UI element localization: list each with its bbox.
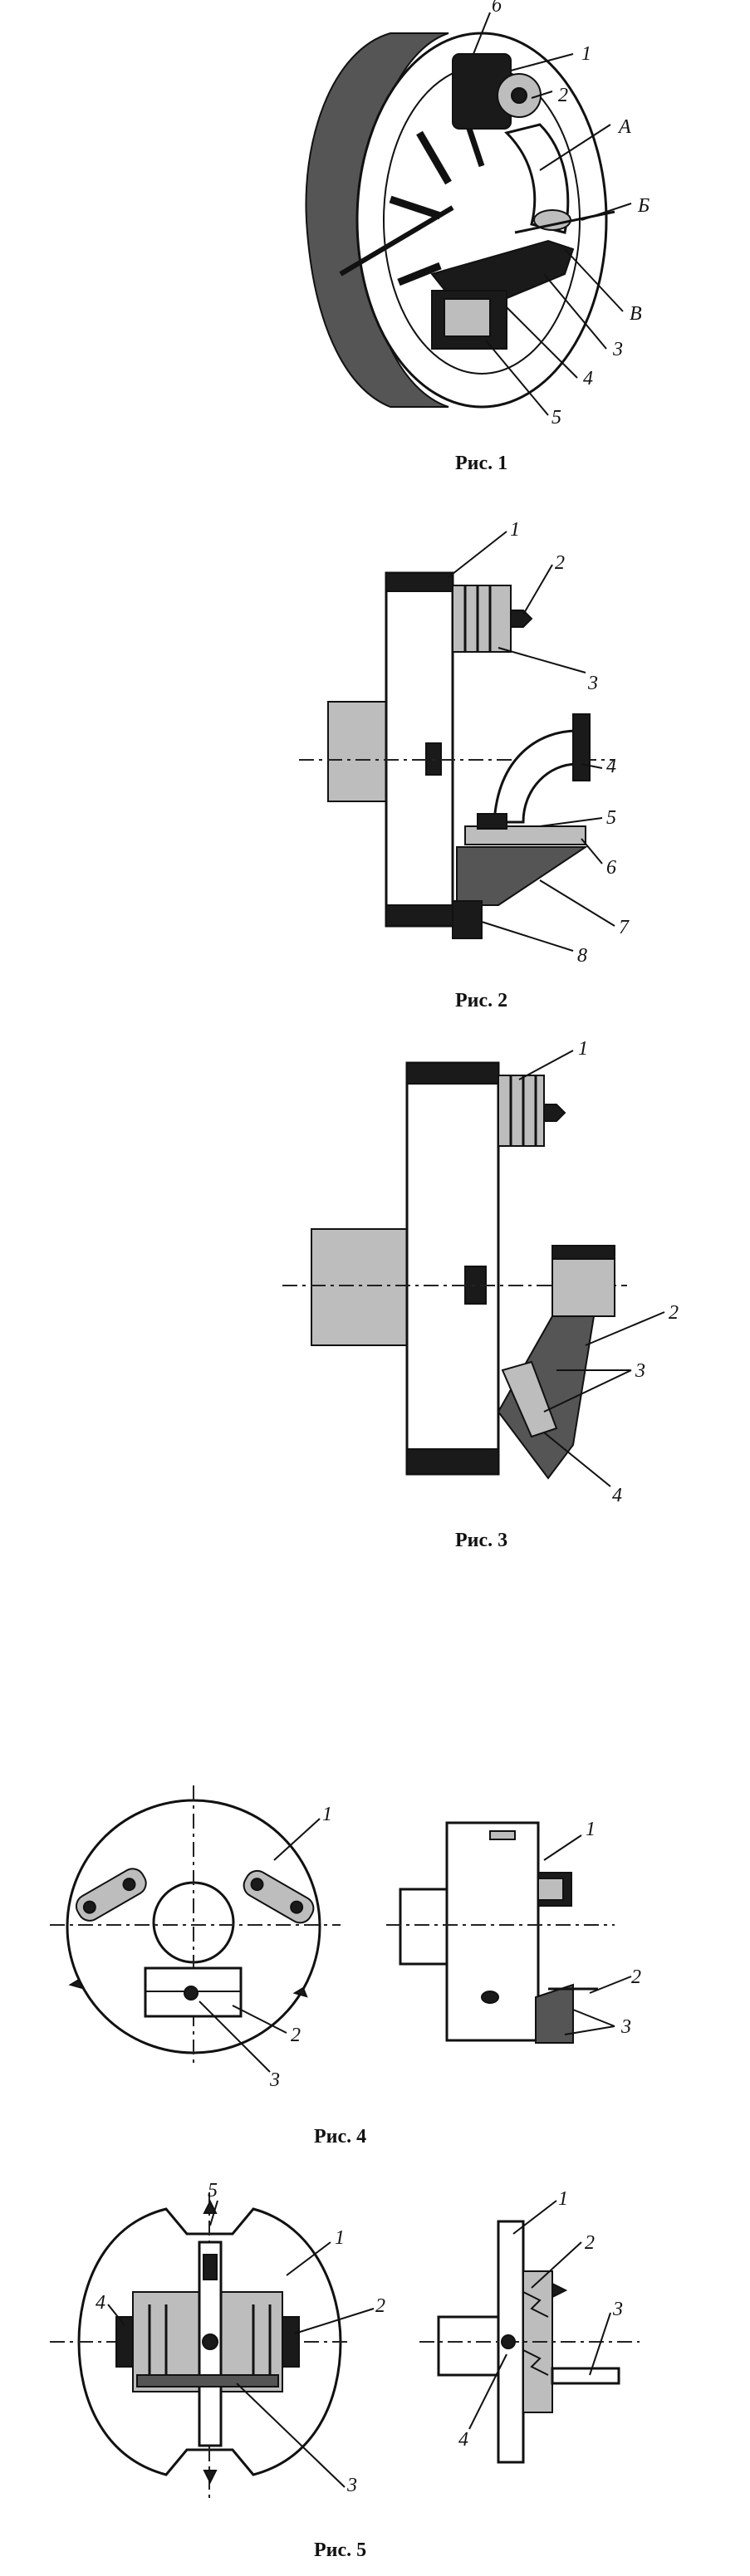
chuck-body-side	[385, 571, 454, 928]
label-2: 2	[291, 2025, 301, 2046]
label-1: 1	[586, 1819, 596, 1840]
figure-5-front: 5 1 2 4 3	[50, 2180, 385, 2500]
roller-clamp	[452, 585, 512, 653]
label-1: 1	[510, 519, 520, 541]
label-5: 5	[208, 2180, 218, 2201]
label-3: 3	[620, 2016, 631, 2038]
label-2: 2	[555, 552, 565, 574]
label-б: б	[492, 0, 502, 17]
caption-fig5: Рис. 5	[314, 2539, 366, 2561]
label-4: 4	[458, 2429, 468, 2451]
label-4: 4	[612, 1485, 622, 1506]
hub	[311, 1228, 412, 1346]
label-3: 3	[612, 2299, 623, 2320]
inclined-support	[497, 1315, 596, 1480]
caption-fig1: Рис. 1	[455, 453, 507, 474]
caption-fig3: Рис. 3	[455, 1530, 507, 1551]
caption-fig4: Рис. 4	[314, 2126, 366, 2147]
label-1: 1	[335, 2227, 345, 2249]
label-3: 3	[635, 1360, 645, 1382]
label-6: 6	[606, 857, 616, 879]
label-4: 4	[96, 2292, 105, 2314]
label-4: 4	[606, 756, 616, 777]
label-3: 3	[346, 2475, 357, 2496]
label-А: А	[617, 116, 631, 138]
roller-clamp	[498, 1075, 545, 1147]
figure-5-side: 1 2 3 4	[419, 2188, 640, 2464]
elbow-pipe	[504, 123, 570, 234]
label-В: В	[630, 303, 642, 325]
center-bore	[152, 1881, 235, 1964]
label-1: 1	[322, 1804, 332, 1825]
hub	[327, 701, 391, 802]
figure-4-front: 1 2 3	[50, 1785, 341, 2091]
label-8: 8	[577, 945, 587, 967]
label-2: 2	[558, 85, 568, 106]
label-5: 5	[606, 807, 616, 829]
label-Б: Б	[637, 195, 650, 217]
label-2: 2	[669, 1302, 679, 1324]
angle-arm	[551, 2367, 620, 2385]
label-2: 2	[585, 2232, 595, 2254]
label-1: 1	[558, 2188, 568, 2210]
label-5: 5	[551, 407, 561, 429]
label-4: 4	[583, 368, 593, 389]
base-plate	[464, 825, 586, 845]
label-7: 7	[619, 917, 630, 938]
caption-fig2: Рис. 2	[455, 990, 507, 1011]
angle-bracket	[456, 846, 589, 906]
chuck-body-side	[445, 1821, 540, 2042]
elbow-fitting	[493, 729, 579, 824]
hub	[437, 2315, 500, 2377]
hub	[399, 1888, 450, 1966]
figure-3: 1 2 3 4 Рис. 3	[282, 1038, 679, 1551]
label-1: 1	[581, 43, 591, 65]
label-1: 1	[578, 1038, 588, 1060]
figure-1: б 1 2 А Б В 3 4 5 Рис. 1	[305, 0, 650, 474]
figure-2: 1 2 3 4 5 6 7 8 Рис. 2	[299, 519, 630, 1011]
label-3: 3	[269, 2069, 280, 2091]
label-3: 3	[587, 673, 598, 694]
figure-4-side: 1 2 3	[386, 1819, 641, 2044]
label-2: 2	[631, 1966, 641, 1988]
label-2: 2	[375, 2295, 385, 2317]
label-3: 3	[612, 339, 623, 360]
